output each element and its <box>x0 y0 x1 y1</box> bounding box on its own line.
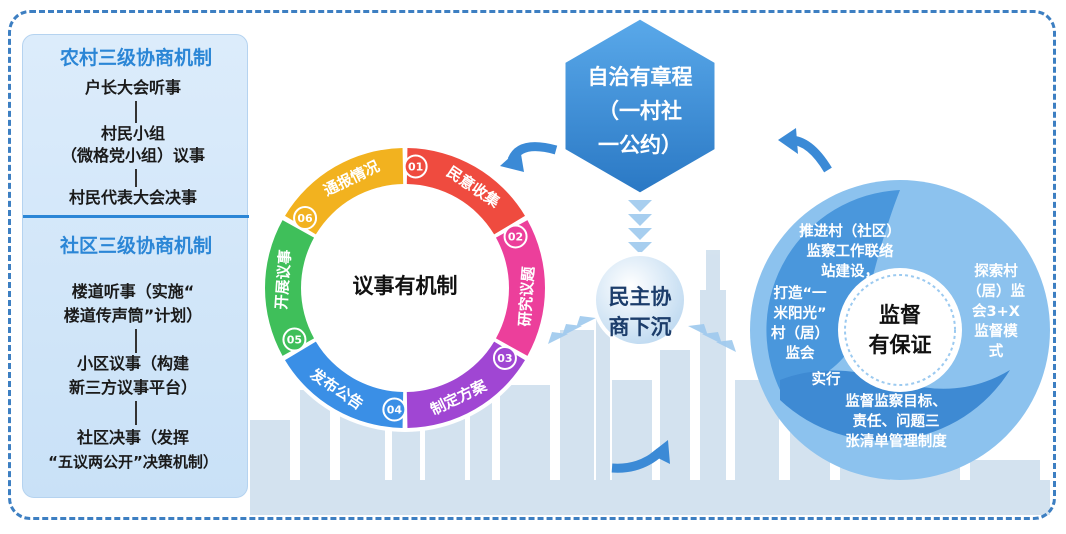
sup-line: 监督模 <box>974 324 1018 340</box>
rural-step-1: 户长大会听事 <box>84 78 181 97</box>
rural-step-2: 村民小组 <box>100 124 165 143</box>
chevron-down-icon <box>628 200 652 254</box>
connector <box>135 329 137 353</box>
ring-badge-05 <box>282 327 307 352</box>
ring-badge-01 <box>403 154 428 179</box>
ring-badge-03 <box>492 345 517 370</box>
supervision-bottom-lobe <box>780 370 1010 441</box>
connector <box>135 401 137 425</box>
supervision-bottom-title: 实行 <box>811 372 841 388</box>
sup-line: 监会 <box>785 346 815 362</box>
hexagon-line: 一公约） <box>598 133 682 157</box>
supervision-core-text: 监督 有保证 <box>846 300 954 360</box>
ring-label-05: 开展议事 <box>272 249 294 310</box>
chevron-left-icon <box>548 316 596 344</box>
ring-segment-01 <box>406 148 526 235</box>
sup-line: 责任、问题三 <box>852 414 940 430</box>
sup-line: 张清单管理制度 <box>845 434 947 450</box>
chevron-right-icon <box>688 324 736 352</box>
ring-label-02: 研究议题 <box>516 265 538 327</box>
rural-step-2b: （微格党小组）议事 <box>60 146 205 165</box>
sup-line: 监督监察目标、 <box>845 394 947 410</box>
hexagon-line: 自治有章程 <box>587 65 693 89</box>
sup-line: 探索村 <box>974 264 1018 280</box>
hub-text: 民主协 商下沉 <box>592 282 688 342</box>
hub-line: 商下沉 <box>608 315 672 339</box>
connector <box>135 169 137 187</box>
ring-number-02: 02 <box>508 230 523 243</box>
sup-line: 会3+X <box>972 304 1020 320</box>
community-step-1: 楼道听事（实施“ <box>71 282 195 301</box>
hexagon-line: （一村社 <box>598 99 682 123</box>
community-step-3: 社区决事（发挥 <box>76 428 189 447</box>
ring-number-04: 04 <box>387 404 403 417</box>
supervision-right-text: 探索村 （居）监 会3+X 监督模 式 <box>956 262 1036 362</box>
hexagon-text: 自治有章程 （一村社 一公约） <box>570 60 710 162</box>
community-step-3b: “五议两公开”决策机制） <box>48 453 218 471</box>
community-title: 社区三级协商机制 <box>59 235 212 257</box>
core-line: 有保证 <box>868 333 932 357</box>
dashed-frame <box>8 10 1056 520</box>
sup-line: 打造“一 <box>773 286 827 302</box>
ring-center-label: 议事有机制 <box>352 274 458 298</box>
community-step-2: 小区议事（构建 <box>76 354 189 373</box>
supervision-core-circle <box>838 268 962 392</box>
supervision-bottom-text: 监督监察目标、 责任、问题三 张清单管理制度 <box>796 392 996 452</box>
ring-segment-05 <box>265 220 315 356</box>
sup-line: （居）监 <box>967 284 1025 300</box>
rural-title: 农村三级协商机制 <box>59 47 212 69</box>
hexagon-shape <box>562 16 718 196</box>
ring-segment-04 <box>284 341 404 428</box>
ring-badge-06 <box>293 206 318 231</box>
supervision-left-text-2: 打造“一 米阳光” 村（居） 监会 <box>752 284 848 364</box>
ring-number-01: 01 <box>408 160 423 173</box>
supervision-left-lobe <box>766 190 900 390</box>
community-step-2b: 新三方议事平台） <box>68 378 197 397</box>
community-step-1b: 楼道传声筒”计划） <box>63 306 203 325</box>
hub-line: 民主协 <box>608 285 672 309</box>
ring-number-05: 05 <box>287 334 302 347</box>
panel-divider <box>23 215 249 218</box>
sup-line: 站建设， <box>821 264 879 280</box>
connector <box>135 101 137 123</box>
core-line: 监督 <box>879 303 921 327</box>
mechanism-panel: 农村三级协商机制 户长大会听事 村民小组 （微格党小组）议事 村民代表大会决事 … <box>22 34 249 498</box>
hub-circle <box>592 252 688 348</box>
rural-step-3: 村民代表大会决事 <box>68 188 197 207</box>
supervision-left-text: 推进村（社区） 监察工作联络 站建设， <box>780 222 920 282</box>
sup-line: 村（居） <box>771 326 829 342</box>
ring-badge-04 <box>382 397 407 422</box>
ring-inner-disc <box>303 186 507 390</box>
ring-number-03: 03 <box>497 352 512 365</box>
ring-badge-02 <box>503 224 528 249</box>
sup-line: 米阳光” <box>773 306 827 322</box>
sup-line: 监察工作联络 <box>806 244 894 260</box>
ring-number-06: 06 <box>297 212 313 225</box>
ring-segment-02 <box>495 220 545 356</box>
sup-line: 推进村（社区） <box>799 224 901 240</box>
sup-line: 式 <box>988 344 1004 360</box>
